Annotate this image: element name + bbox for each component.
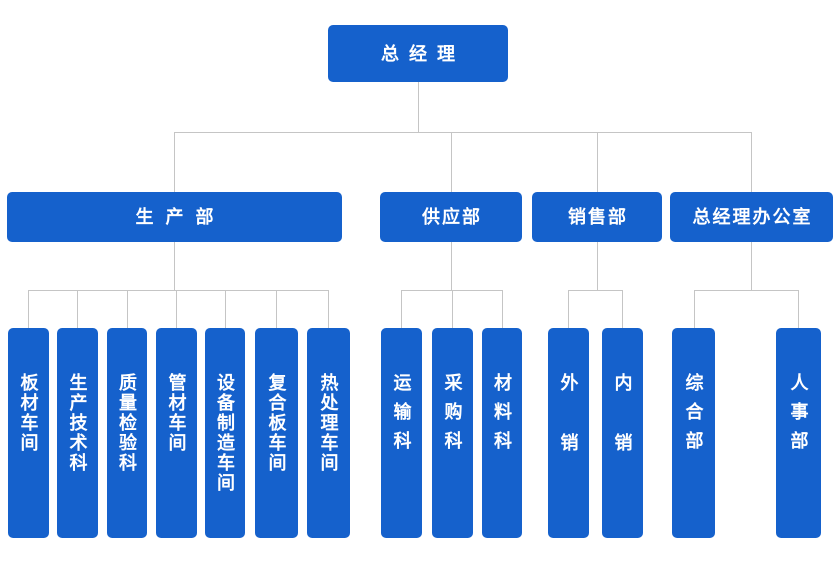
connector-line: [597, 132, 598, 192]
connector-line: [418, 82, 419, 132]
org-node-equipment-manufacturing-workshop: 设备制造车间: [205, 328, 245, 538]
connector-line: [597, 242, 598, 290]
org-node-label: 生产部: [135, 207, 226, 227]
connector-line: [401, 290, 402, 328]
org-node-plate-workshop: 板材车间: [8, 328, 49, 538]
connector-line: [28, 290, 329, 291]
org-node-label: 销售部: [568, 207, 628, 227]
connector-line: [328, 290, 329, 328]
connector-line: [174, 242, 175, 290]
connector-line: [127, 290, 128, 328]
org-node-label: 采购科: [442, 373, 463, 460]
org-node-gm-office: 总经理办公室: [670, 192, 833, 242]
org-node-general-manager: 总经理: [328, 25, 508, 82]
connector-line: [276, 290, 277, 328]
connector-line: [77, 290, 78, 328]
connector-line: [568, 290, 569, 328]
connector-line: [798, 290, 799, 328]
org-node-label: 运输科: [391, 373, 412, 460]
org-node-composite-plate-workshop: 复合板车间: [255, 328, 298, 538]
org-node-pipe-workshop: 管材车间: [156, 328, 197, 538]
org-node-label: 管材车间: [166, 373, 187, 453]
org-node-hr-dept: 人事部: [776, 328, 821, 538]
org-node-label: 供应部: [422, 207, 482, 227]
org-node-supply-dept: 供应部: [380, 192, 522, 242]
org-node-label: 总经理: [381, 43, 465, 64]
org-node-quality-inspection-section: 质量检验科: [107, 328, 147, 538]
org-node-label: 人事部: [788, 373, 809, 460]
org-node-label: 设备制造车间: [215, 373, 235, 493]
org-node-general-affairs-dept: 综合部: [672, 328, 715, 538]
connector-line: [451, 242, 452, 290]
connector-line: [28, 290, 29, 328]
connector-line: [502, 290, 503, 328]
org-node-production-tech-section: 生产技术科: [57, 328, 98, 538]
org-node-materials-section: 材料科: [482, 328, 522, 538]
connector-line: [694, 290, 695, 328]
connector-line: [174, 132, 175, 192]
org-node-label: 材料科: [492, 373, 512, 460]
org-node-sales-dept: 销售部: [532, 192, 662, 242]
connector-line: [751, 132, 752, 192]
org-node-label: 复合板车间: [266, 373, 287, 473]
org-node-heat-treatment-workshop: 热处理车间: [307, 328, 350, 538]
org-node-label: 板材车间: [18, 373, 39, 453]
org-node-purchasing-section: 采购科: [432, 328, 473, 538]
connector-line: [176, 290, 177, 328]
org-node-label: 综合部: [683, 373, 704, 460]
org-node-label: 内销: [612, 373, 633, 493]
org-node-domestic-sales: 内销: [602, 328, 643, 538]
org-node-label: 质量检验科: [117, 373, 137, 473]
org-node-transport-section: 运输科: [381, 328, 422, 538]
connector-line: [751, 242, 752, 290]
connector-line: [225, 290, 226, 328]
connector-line: [451, 132, 452, 192]
connector-line: [174, 132, 752, 133]
connector-line: [452, 290, 453, 328]
org-node-label: 热处理车间: [318, 373, 339, 473]
org-node-label: 外销: [558, 373, 579, 493]
org-node-production-dept: 生产部: [7, 192, 342, 242]
org-node-label: 总经理办公室: [692, 207, 813, 227]
org-node-label: 生产技术科: [67, 373, 88, 473]
connector-line: [694, 290, 799, 291]
org-node-export-sales: 外销: [548, 328, 589, 538]
connector-line: [568, 290, 623, 291]
connector-line: [622, 290, 623, 328]
